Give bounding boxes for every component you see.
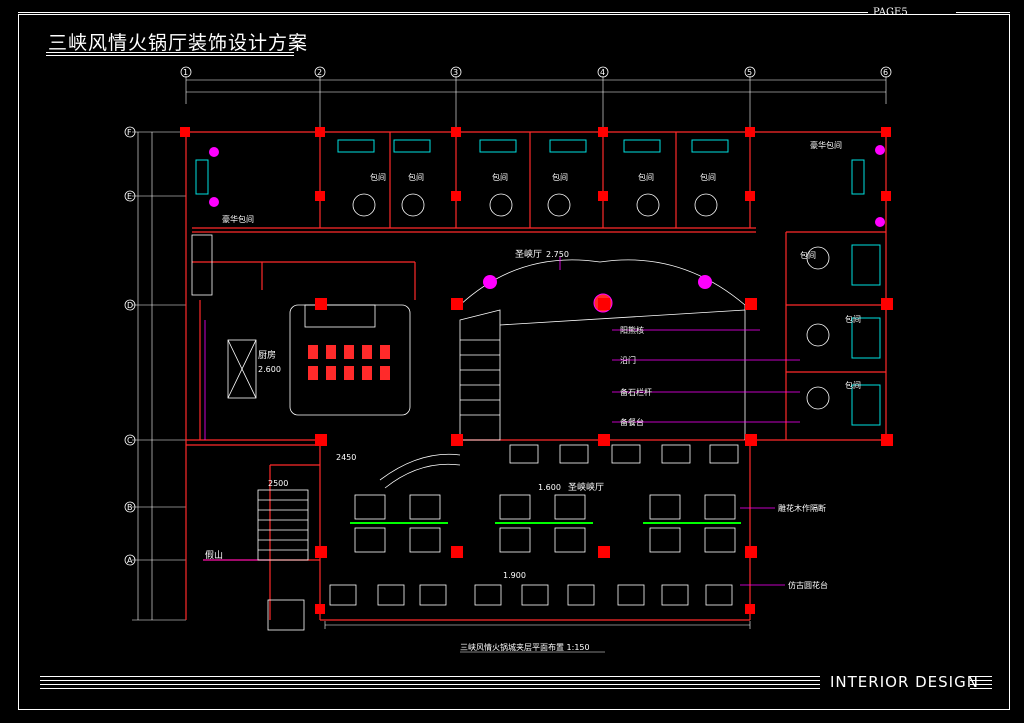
annotation-5: 雕花木作隔断 <box>778 503 826 513</box>
room-label-private-5: 包间 <box>638 172 654 182</box>
footer-rules <box>40 676 820 692</box>
main-hall-elevation: 1.600 <box>538 483 561 492</box>
grid-col-6: 6 <box>883 68 888 77</box>
room-label-private-1: 包间 <box>370 172 386 182</box>
row-grid-bubbles <box>124 126 136 566</box>
lower-elevation: 1.900 <box>503 571 526 580</box>
top-dimensions <box>185 76 887 132</box>
kitchen-elevation: 2.600 <box>258 365 281 374</box>
kitchen-block <box>227 304 411 416</box>
room-label-kitchen: 厨房 <box>258 349 276 361</box>
page-number: PAGE5 <box>873 7 908 18</box>
grid-col-1: 1 <box>183 68 188 77</box>
leader-lines <box>203 257 800 586</box>
grid-row-f: F <box>127 128 132 137</box>
title-underline <box>46 52 294 53</box>
annotation-4: 备餐台 <box>620 417 644 427</box>
room-label-private-8: 包间 <box>845 314 861 324</box>
drawing-frame <box>18 14 1010 710</box>
page-rule-left <box>18 12 868 13</box>
annotation-3: 备石栏杆 <box>620 387 652 397</box>
room-label-private-4: 包间 <box>552 172 568 182</box>
grid-row-b: B <box>127 503 133 512</box>
room-label-private-6: 包间 <box>700 172 716 182</box>
left-dimensions <box>132 131 186 621</box>
room-label-vip-left: 豪华包间 <box>222 214 254 224</box>
kitchen-stoves <box>308 345 390 380</box>
hall-tables <box>329 444 739 606</box>
grid-row-e: E <box>127 192 132 201</box>
room-label-entrance-hall: 圣峡厅 <box>515 248 542 260</box>
room-label-private-9: 包间 <box>845 380 861 390</box>
room-label-vip-right: 豪华包间 <box>810 140 842 150</box>
annotation-6: 仿古圆花台 <box>788 580 828 590</box>
grid-col-3: 3 <box>453 68 458 77</box>
plan-caption: 三峡风情火锅城夹层平面布置 1:150 <box>460 642 590 652</box>
room-label-private-2: 包间 <box>408 172 424 182</box>
room-label-main-hall: 圣峡峡厅 <box>568 481 604 493</box>
grid-row-a: A <box>127 556 133 565</box>
grid-col-4: 4 <box>600 68 605 77</box>
side-stair <box>191 234 461 631</box>
room-label-private-7: 包间 <box>800 250 816 260</box>
room-label-private-3: 包间 <box>492 172 508 182</box>
decor-plants <box>209 145 885 289</box>
footer-rules-tail <box>970 676 992 692</box>
annotation-1: 阳熊核 <box>620 325 644 335</box>
walls <box>185 131 887 621</box>
title-underline-2 <box>46 55 294 56</box>
structural-columns <box>180 127 893 614</box>
entrance-elevation: 2.750 <box>546 250 569 259</box>
sofas <box>195 139 881 426</box>
brand-text: INTERIOR DESIGN <box>830 673 979 691</box>
grid-col-2: 2 <box>317 68 322 77</box>
round-dining-tables <box>352 193 830 410</box>
drawing-title: 三峡风情火锅厅装饰设计方案 <box>48 32 309 54</box>
grid-col-5: 5 <box>747 68 752 77</box>
stair-elevation-2: 2500 <box>268 479 288 488</box>
room-label-rockery: 假山 <box>205 550 223 561</box>
main-stair <box>459 259 746 441</box>
bottom-dimensions <box>324 621 751 653</box>
row-grid-labels: F E D C B A <box>127 128 133 565</box>
stair-elevation-1: 2450 <box>336 453 356 462</box>
page-rule-right <box>956 12 1010 13</box>
annotation-2: 沿门 <box>620 355 636 365</box>
grid-row-c: C <box>127 436 133 445</box>
column-grid-labels: 1 2 3 4 5 6 <box>183 68 888 77</box>
grid-row-d: D <box>127 301 133 310</box>
column-grid-bubbles <box>180 66 892 78</box>
